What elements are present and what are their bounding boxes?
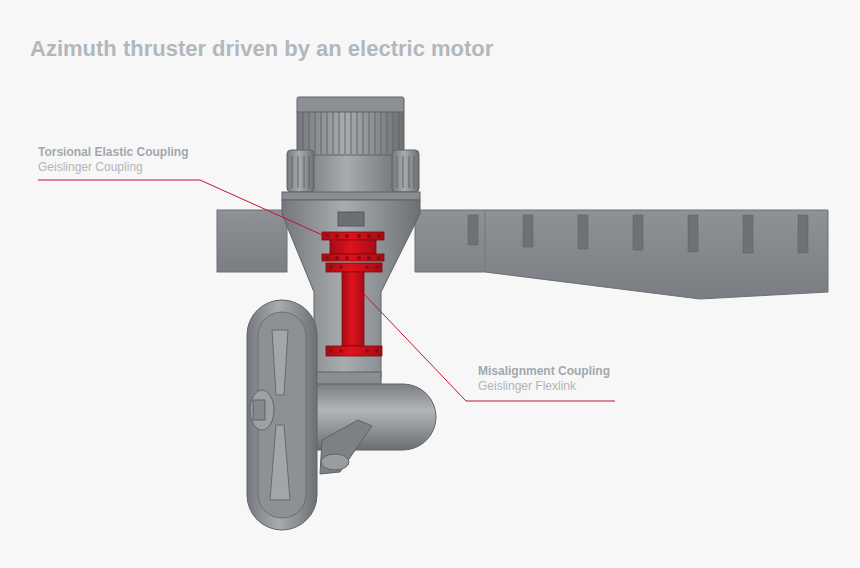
product-label: Geislinger Coupling [38,160,143,174]
electric-motor [282,97,420,200]
part-label: Torsional Elastic Coupling [38,145,188,159]
misalignment-coupling [326,263,382,356]
diagram-title: Azimuth thruster driven by an electric m… [30,36,493,62]
torsional-coupling [322,232,384,261]
product-label: Geislinger Flexlink [478,379,576,393]
part-label: Misalignment Coupling [478,364,610,378]
propeller-nozzle [247,300,317,530]
leader-line [362,292,615,401]
leader-line [38,180,340,243]
leader-lines [38,180,615,401]
